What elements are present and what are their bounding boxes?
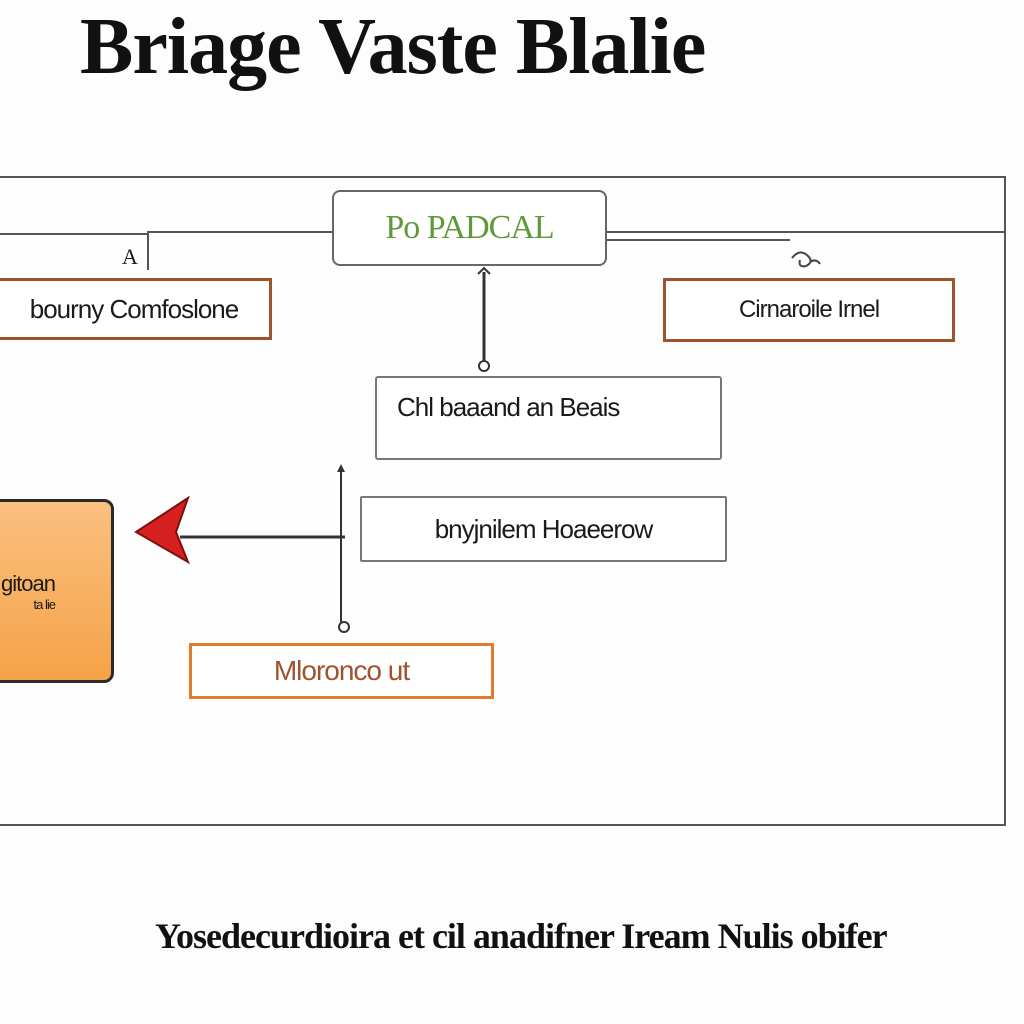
footer-caption: Yosedecurdioira et cil anadifner Iream N… <box>155 916 888 956</box>
middle-node-1: Chl baaand an Beais <box>375 376 722 460</box>
middle-node-2: bnyjnilem Hoaeerow <box>360 496 727 562</box>
bottom-node: Mloronco ut <box>189 643 494 699</box>
connector-root-right <box>607 231 1006 241</box>
orange-node-sublabel: ta lie <box>33 596 56 612</box>
swirl-marker <box>791 251 821 268</box>
connector-arrow-tip <box>477 266 491 275</box>
root-node: Po PADCAL <box>332 190 607 266</box>
diagram-title: Briage Vaste Blalie <box>80 3 706 91</box>
left-marker-label: A <box>122 244 138 269</box>
connector-root-left <box>0 231 332 270</box>
connector-bottom-endpoint <box>338 621 350 633</box>
red-arrowhead <box>134 495 191 565</box>
orange-node: gitoan ta lie <box>0 499 114 683</box>
connector-endpoint <box>478 360 490 372</box>
connector-vertical-tip <box>337 464 345 472</box>
right-top-node: Cirnaroile Irnel <box>663 278 955 342</box>
orange-node-label: gitoan <box>1 570 56 596</box>
left-top-node: bourny Comfoslone <box>0 278 272 340</box>
